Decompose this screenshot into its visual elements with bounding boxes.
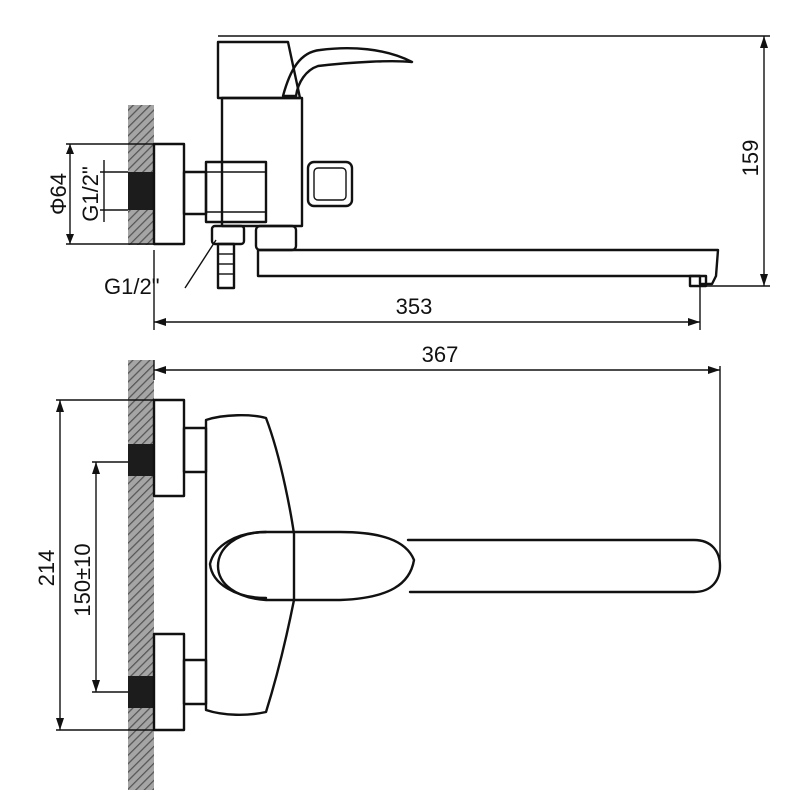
dimension-overall-length: 367 <box>153 342 721 566</box>
diameter-label: Φ64 <box>46 173 71 215</box>
shower-outlet-thread <box>216 242 236 290</box>
eccentric-nut <box>182 170 208 216</box>
diverter-knob <box>306 160 354 208</box>
overall-length-label: 367 <box>422 342 459 367</box>
dimension-outlet-thread: G1/2" <box>104 239 217 299</box>
lower-flange <box>152 632 186 732</box>
aerator <box>688 274 708 288</box>
height-label: 159 <box>738 140 763 177</box>
spout-front <box>406 538 722 594</box>
centers-label: 150±10 <box>70 543 95 616</box>
dimension-diameter: Φ64 G1/2" <box>46 143 154 245</box>
spout-length-label: 353 <box>396 294 433 319</box>
front-view: 367 214 150±10 <box>34 342 722 790</box>
wall-section-bottom <box>128 360 154 790</box>
inlet-thread-label: G1/2" <box>78 166 103 222</box>
cartridge-housing <box>216 40 302 100</box>
wall-insert-upper <box>128 444 154 476</box>
dimension-height: 159 <box>218 35 770 287</box>
wall-insert-lower <box>128 676 154 708</box>
side-view: 159 353 Φ64 G1/2" G1/2" <box>46 35 770 330</box>
spout <box>256 248 720 286</box>
swivel-nut <box>254 224 298 252</box>
escutcheon-flange <box>152 142 186 246</box>
body-height-label: 214 <box>34 550 59 587</box>
dimension-body-height: 214 <box>34 399 154 731</box>
lever-front <box>216 530 416 602</box>
dimension-centers: 150±10 <box>70 461 128 693</box>
outlet-thread-label: G1/2" <box>104 274 160 299</box>
upper-flange <box>152 398 186 498</box>
lower-eccentric-nut <box>182 658 208 706</box>
shower-outlet-nut <box>210 224 246 246</box>
lever-handle <box>281 46 414 98</box>
upper-eccentric-nut <box>182 426 208 474</box>
dimension-spout-length: 353 <box>153 250 701 330</box>
wall-insert-top <box>128 172 154 210</box>
connector-block <box>204 160 268 224</box>
